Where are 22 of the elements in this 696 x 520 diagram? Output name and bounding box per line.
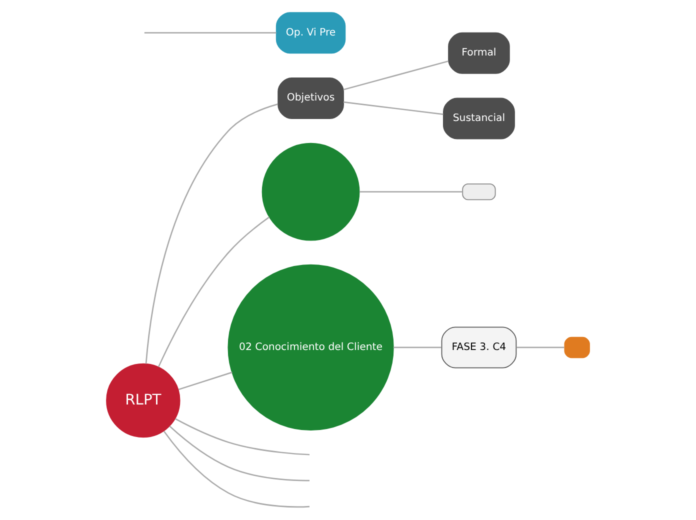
connector xyxy=(174,418,310,456)
node-box: Op. Vi Pre xyxy=(276,12,346,54)
node-circle xyxy=(262,142,360,241)
connector xyxy=(343,60,448,90)
connector xyxy=(144,32,276,34)
node-box: Formal xyxy=(448,32,510,74)
connector xyxy=(343,101,444,115)
connector xyxy=(145,104,278,364)
node-circle: RLPT xyxy=(106,363,180,438)
node-box xyxy=(462,184,496,200)
node-box xyxy=(564,336,590,358)
node-circle: 02 Conocimiento del Cliente xyxy=(228,264,394,431)
connector xyxy=(359,191,462,193)
connector xyxy=(163,430,310,508)
node-box: Objetivos xyxy=(278,77,344,119)
connector xyxy=(169,426,310,482)
node-box: Sustancial xyxy=(442,98,515,140)
connector xyxy=(516,346,564,348)
connector xyxy=(158,216,270,368)
connector xyxy=(178,372,232,390)
node-box: FASE 3. C4 xyxy=(441,326,517,368)
connector xyxy=(393,346,442,348)
